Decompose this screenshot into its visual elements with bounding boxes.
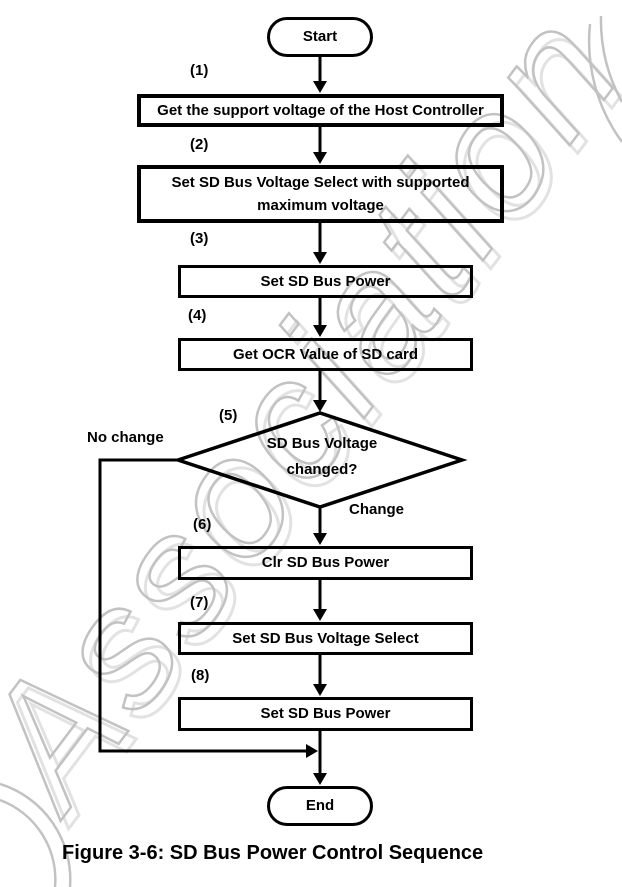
start-terminator: Start xyxy=(267,17,373,57)
step-number-2: (2) xyxy=(190,136,209,153)
step-number-4: (4) xyxy=(188,307,207,324)
process-box-6-label: Clr SD Bus Power xyxy=(261,554,390,572)
figure-caption: Figure 3-6: SD Bus Power Control Sequenc… xyxy=(62,842,484,864)
step-number-7: (7) xyxy=(190,594,209,611)
end-label: End xyxy=(305,797,335,815)
process-box-8-label: Set SD Bus Power xyxy=(260,705,391,723)
line-no-change-loop xyxy=(98,458,306,753)
process-box-7-label: Set SD Bus Voltage Select xyxy=(232,629,419,647)
flow-lines xyxy=(98,57,322,774)
step-number-1: (1) xyxy=(190,62,209,79)
process-box-8: Set SD Bus Power xyxy=(178,697,473,731)
process-box-6: Clr SD Bus Power xyxy=(178,546,473,580)
decision-diamond-label: SD Bus Voltage changed? xyxy=(266,435,378,478)
step-number-5: (5) xyxy=(219,407,238,424)
step-number-8: (8) xyxy=(191,667,210,684)
branch-label-change: Change xyxy=(349,501,405,518)
step-number-3: (3) xyxy=(190,230,209,247)
process-box-2: Set SD Bus Voltage Select with supported… xyxy=(137,165,504,223)
process-box-3-label: Set SD Bus Power xyxy=(260,272,391,290)
arrowheads xyxy=(306,81,327,785)
start-label: Start xyxy=(302,28,338,46)
step-number-6: (6) xyxy=(193,516,212,533)
decision-diamond xyxy=(172,411,468,509)
process-box-1-label: Get the support voltage of the Host Cont… xyxy=(157,101,484,119)
branch-label-no-change: No change xyxy=(87,429,164,446)
process-box-1: Get the support voltage of the Host Cont… xyxy=(137,94,504,127)
process-box-3: Set SD Bus Power xyxy=(178,265,473,298)
process-box-4: Get OCR Value of SD card xyxy=(178,338,473,371)
process-box-2-label: Set SD Bus Voltage Select with supported… xyxy=(171,173,470,214)
process-box-7: Set SD Bus Voltage Select xyxy=(178,622,473,655)
watermark-corner-arcs xyxy=(0,15,622,887)
end-terminator: End xyxy=(267,786,373,826)
process-box-4-label: Get OCR Value of SD card xyxy=(232,345,419,363)
